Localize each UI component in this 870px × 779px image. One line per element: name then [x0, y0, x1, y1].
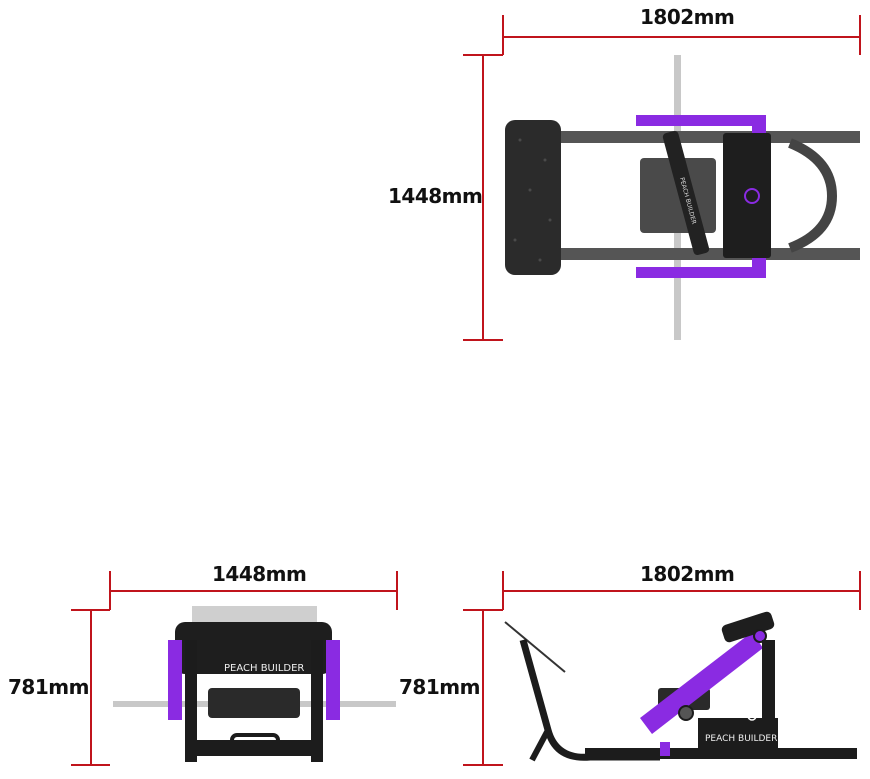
- top-view: [463, 15, 861, 341]
- top-width-dimension-line: [502, 15, 861, 55]
- front-width-label: 1448mm: [212, 562, 307, 586]
- front-purple-upright-left: [168, 640, 182, 720]
- brand-logo-icon: [744, 188, 760, 204]
- purple-post-bottom: [752, 252, 766, 278]
- back-pad: [723, 133, 771, 258]
- frame-rail-top: [561, 131, 860, 143]
- side-view: [463, 571, 861, 766]
- front-purple-upright-right: [326, 640, 340, 720]
- top-depth-label: 1448mm: [388, 184, 483, 208]
- top-width-label: 1802mm: [640, 5, 735, 29]
- top-depth-dimension-line: [463, 54, 503, 341]
- side-foot-plate: [504, 621, 566, 673]
- front-frame-left: [185, 640, 197, 762]
- front-base: [190, 740, 318, 756]
- front-width-dimension-line: [109, 571, 398, 610]
- purple-crossbar-bottom: [636, 267, 766, 278]
- side-base-box: [698, 718, 778, 748]
- side-brand-label: PEACH BUILDER: [705, 734, 777, 744]
- side-plate-holder: [678, 705, 694, 721]
- front-seat-top: [192, 606, 317, 624]
- frame-rail-bottom: [561, 248, 860, 260]
- foot-plate: [505, 120, 561, 275]
- side-base-rail: [585, 748, 857, 759]
- side-front-support: [529, 728, 551, 762]
- front-brand-label: PEACH BUILDER: [224, 663, 304, 674]
- side-purple-lever: [640, 632, 763, 734]
- rear-handle: [788, 138, 838, 253]
- side-logo-icon: [747, 711, 757, 721]
- hip-belt: [662, 130, 710, 256]
- side-purple-footer: [660, 742, 670, 756]
- side-upright: [762, 640, 775, 730]
- side-length-dimension-line: [502, 571, 861, 610]
- front-view: [71, 571, 398, 766]
- front-height-dimension-line: [71, 609, 110, 766]
- front-back-pad: [175, 622, 332, 674]
- front-height-label: 781mm: [8, 675, 89, 699]
- front-seat-block: [208, 688, 300, 718]
- front-base-handle: [230, 733, 280, 753]
- side-pivot: [753, 629, 767, 643]
- side-back-pad: [721, 611, 775, 643]
- side-length-label: 1802mm: [640, 562, 735, 586]
- purple-crossbar-top: [636, 115, 766, 126]
- foot-plate-texture: [513, 138, 552, 262]
- side-height-dimension-line: [463, 609, 503, 766]
- front-frame-right: [311, 640, 323, 762]
- side-height-label: 781mm: [399, 675, 480, 699]
